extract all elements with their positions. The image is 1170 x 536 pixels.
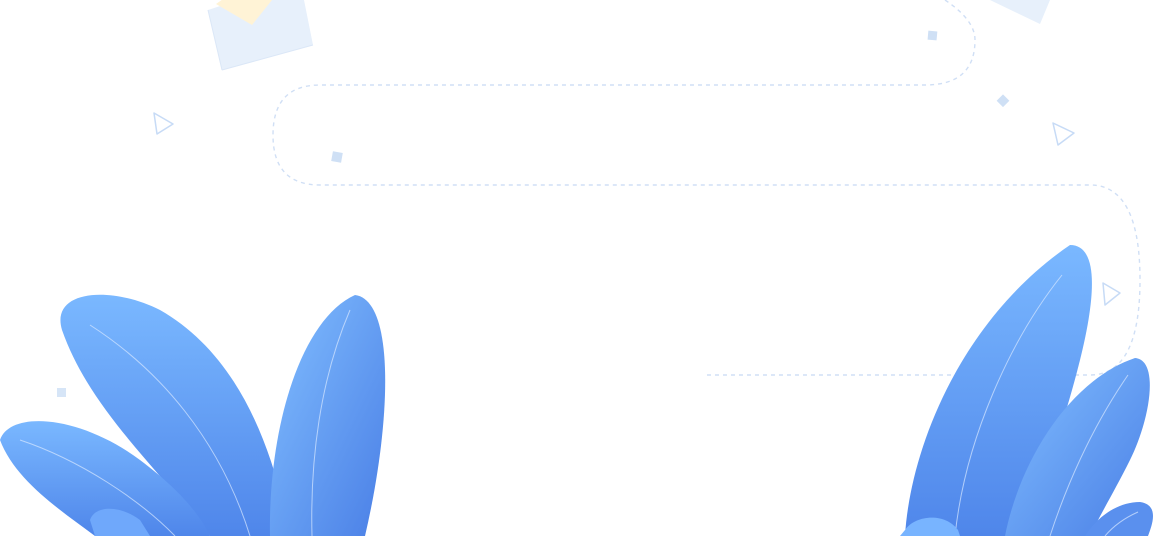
left-plant — [0, 294, 386, 536]
play-triangle-icon — [153, 112, 174, 135]
play-triangle-icon — [1102, 282, 1121, 306]
play-triangle-icon — [1052, 122, 1075, 146]
dashed-path — [272, 0, 1141, 376]
confetti-square — [57, 388, 66, 397]
confetti-square — [927, 30, 938, 41]
right-plant — [900, 245, 1153, 536]
confetti-square — [331, 151, 343, 163]
envelope-icon — [207, 0, 314, 71]
confetti-square — [996, 94, 1010, 108]
paper-card — [990, 0, 1050, 24]
